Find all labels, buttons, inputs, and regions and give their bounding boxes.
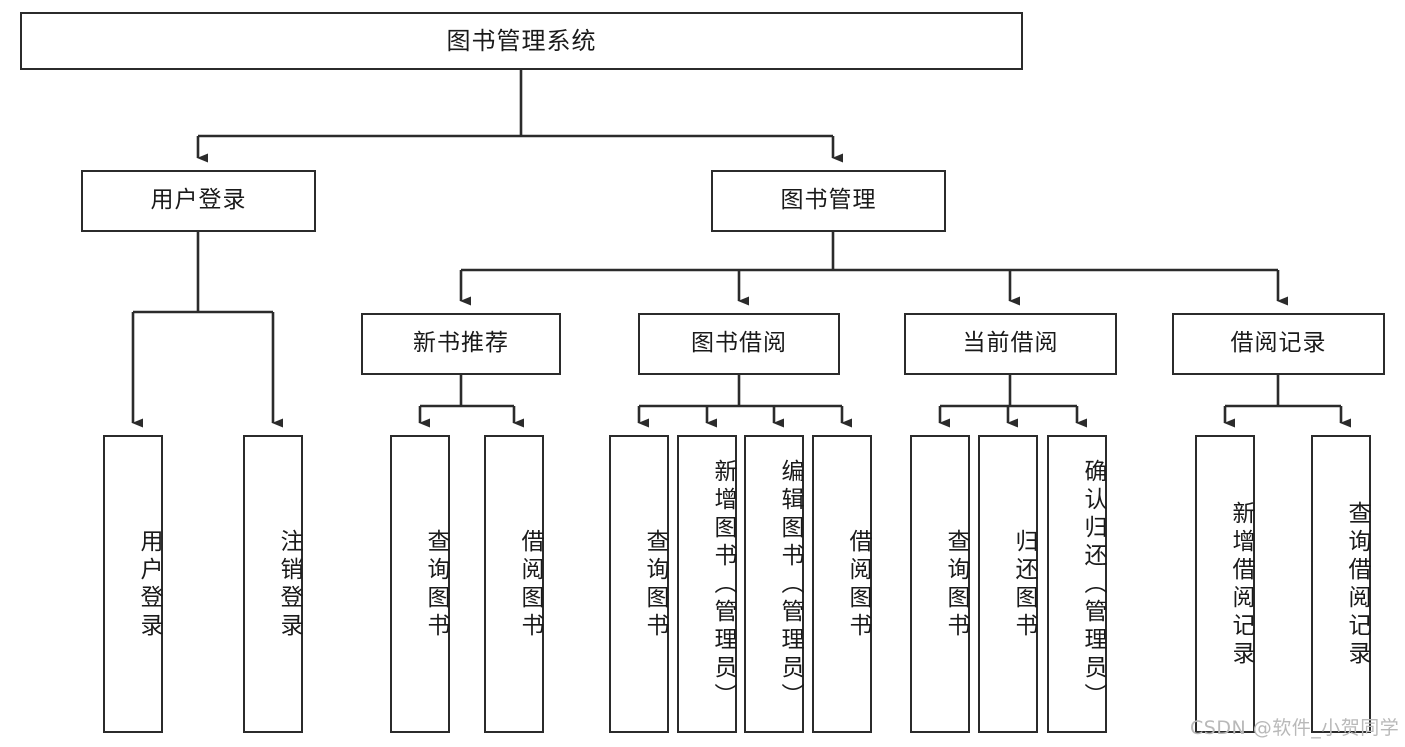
node-user-login[interactable]: 用户登录 <box>81 170 316 232</box>
leaf-confirm-return[interactable]: 确认归还（管理员） <box>1047 435 1107 733</box>
leaf-add-book[interactable]: 新增图书（管理员） <box>677 435 737 733</box>
node-book-borrow[interactable]: 图书借阅 <box>638 313 840 375</box>
node-label: 用户登录 <box>150 187 247 214</box>
node-book-management[interactable]: 图书管理 <box>711 170 946 232</box>
node-label: 当前借阅 <box>962 330 1059 357</box>
leaf-edit-book[interactable]: 编辑图书（管理员） <box>744 435 804 733</box>
leaf-user-login[interactable]: 用户登录 <box>103 435 163 733</box>
node-label: 新书推荐 <box>413 330 509 357</box>
node-label: 归还图书 <box>1011 529 1037 641</box>
leaf-query-borrow-record[interactable]: 查询借阅记录 <box>1311 435 1371 733</box>
leaf-query-book-current[interactable]: 查询图书 <box>910 435 970 733</box>
node-label: 借阅记录 <box>1230 330 1327 357</box>
leaf-logout-login[interactable]: 注销登录 <box>243 435 303 733</box>
node-new-book-recommend[interactable]: 新书推荐 <box>361 313 561 375</box>
node-label: 借阅图书 <box>845 529 871 641</box>
node-label: 用户登录 <box>136 529 162 641</box>
node-label: 查询图书 <box>642 529 668 641</box>
node-borrow-record[interactable]: 借阅记录 <box>1172 313 1385 375</box>
leaf-query-book-recommend[interactable]: 查询图书 <box>390 435 450 733</box>
node-current-borrow[interactable]: 当前借阅 <box>904 313 1117 375</box>
node-label: 查询图书 <box>943 529 969 641</box>
leaf-return-book[interactable]: 归还图书 <box>978 435 1038 733</box>
node-label: 新增图书（管理员） <box>710 459 736 711</box>
node-label: 新增借阅记录 <box>1228 501 1254 669</box>
node-label: 确认归还（管理员） <box>1080 459 1106 711</box>
node-label: 注销登录 <box>276 529 302 641</box>
node-label: 借阅图书 <box>517 529 543 641</box>
node-root-book-management-system[interactable]: 图书管理系统 <box>20 12 1023 70</box>
node-label: 图书借阅 <box>691 330 787 357</box>
node-label: 编辑图书（管理员） <box>777 459 803 711</box>
leaf-borrow-book[interactable]: 借阅图书 <box>812 435 872 733</box>
leaf-borrow-book-recommend[interactable]: 借阅图书 <box>484 435 544 733</box>
node-label: 查询图书 <box>423 529 449 641</box>
node-label: 图书管理系统 <box>446 26 597 55</box>
node-label: 查询借阅记录 <box>1344 501 1370 669</box>
csdn-watermark: CSDN @软件_小贺同学 <box>1190 717 1400 739</box>
leaf-add-borrow-record[interactable]: 新增借阅记录 <box>1195 435 1255 733</box>
node-label: 图书管理 <box>780 187 877 214</box>
leaf-query-book-borrow[interactable]: 查询图书 <box>609 435 669 733</box>
